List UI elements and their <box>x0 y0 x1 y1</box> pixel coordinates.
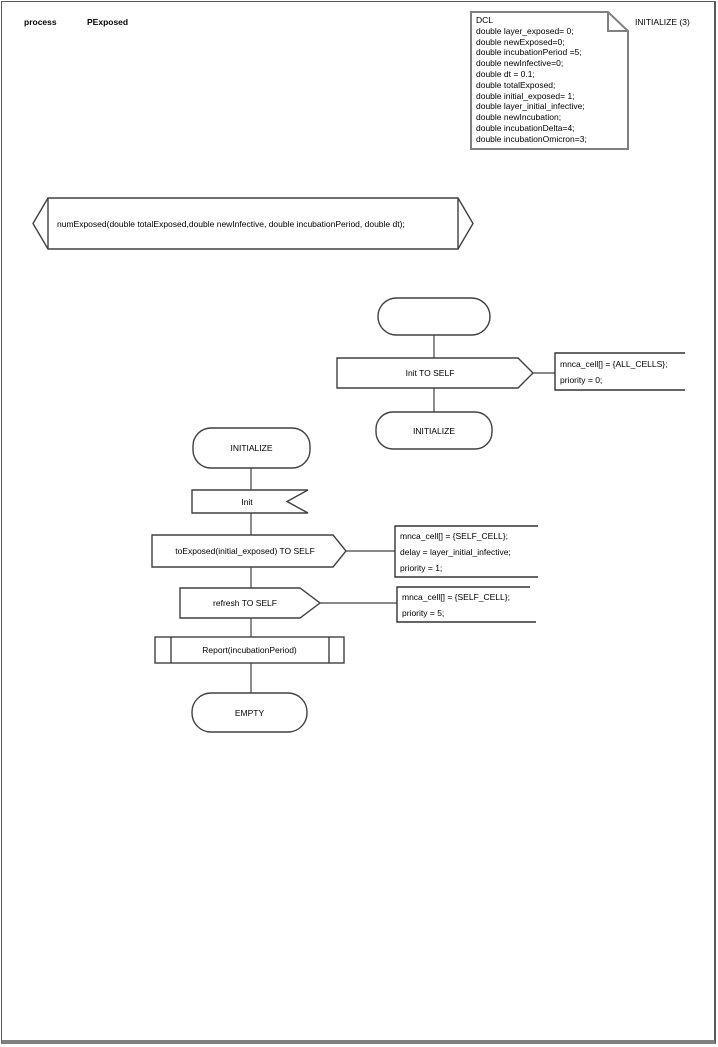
comment-line: mnca_cell[] = {ALL_CELLS}; <box>560 359 668 369</box>
procedure-declaration-text: numExposed(double totalExposed,double ne… <box>57 218 405 229</box>
comment-bracket-toexposed[interactable] <box>394 525 538 578</box>
input-init-label: Init <box>241 496 253 507</box>
state-initialize-symbol[interactable] <box>192 427 311 469</box>
procedure-report-symbol[interactable] <box>154 636 345 664</box>
start-state-symbol[interactable] <box>377 297 491 336</box>
comment-line: priority = 1; <box>400 563 443 573</box>
state-initialize-label: INITIALIZE <box>230 443 273 453</box>
page-reference-label: INITIALIZE (3) <box>635 17 690 27</box>
dcl-line: double incubationPeriod =5; <box>476 47 582 58</box>
process-kind-label: process <box>24 17 57 27</box>
dcl-line: double newInfective=0; <box>476 58 564 69</box>
procedure-report-label: Report(incubationPeriod) <box>202 645 297 655</box>
dcl-line: double newIncubation; <box>476 112 562 123</box>
dcl-folded-corner-icon <box>607 12 628 32</box>
dcl-line: double initial_exposed= 1; <box>476 90 575 101</box>
dcl-line: double incubationOmicron=3; <box>476 133 587 144</box>
process-name: PExposed <box>87 17 129 27</box>
output-init-symbol[interactable] <box>336 357 534 389</box>
output-refresh-symbol[interactable] <box>179 587 322 619</box>
comment-line: mnca_cell[] = {SELF_CELL}; <box>400 531 508 541</box>
dcl-line: DCL <box>476 15 494 25</box>
dcl-line: double newExposed=0; <box>476 36 565 47</box>
dcl-line: double layer_initial_infective; <box>476 101 585 112</box>
comment-line: mnca_cell[] = {SELF_CELL}; <box>402 592 510 602</box>
state-initialize-top-symbol[interactable] <box>375 411 493 450</box>
dcl-text-block: DCL double layer_exposed= 0; double newE… <box>476 15 587 145</box>
state-initialize-top-label: INITIALIZE <box>412 425 456 436</box>
output-refresh-label: refresh TO SELF <box>213 598 277 608</box>
dcl-line: double totalExposed; <box>476 79 556 90</box>
dcl-text-symbol[interactable] <box>470 11 629 150</box>
comment-line: priority = 0; <box>560 375 603 385</box>
output-init-label: Init TO SELF <box>405 368 455 378</box>
dcl-line: double layer_exposed= 0; <box>476 25 574 36</box>
state-empty-label: EMPTY <box>234 707 265 718</box>
comment-refresh-text: mnca_cell[] = {SELF_CELL}; priority = 5; <box>402 589 510 621</box>
dcl-line: double dt = 0.1; <box>476 68 535 79</box>
comment-line: priority = 5; <box>402 608 445 618</box>
comment-init-text: mnca_cell[] = {ALL_CELLS}; priority = 0; <box>560 356 668 388</box>
output-toexposed-symbol[interactable] <box>151 534 347 568</box>
input-init-symbol[interactable] <box>191 489 309 514</box>
dcl-line: double incubationDelta=4; <box>476 122 575 133</box>
comment-bracket-init[interactable] <box>554 352 685 391</box>
comment-line: delay = layer_initial_infective; <box>400 547 511 557</box>
output-toexposed-label: toExposed(initial_exposed) TO SELF <box>175 546 315 556</box>
comment-toexposed-text: mnca_cell[] = {SELF_CELL}; delay = layer… <box>400 528 511 576</box>
state-empty-symbol[interactable] <box>191 692 308 733</box>
comment-bracket-refresh[interactable] <box>396 586 536 623</box>
